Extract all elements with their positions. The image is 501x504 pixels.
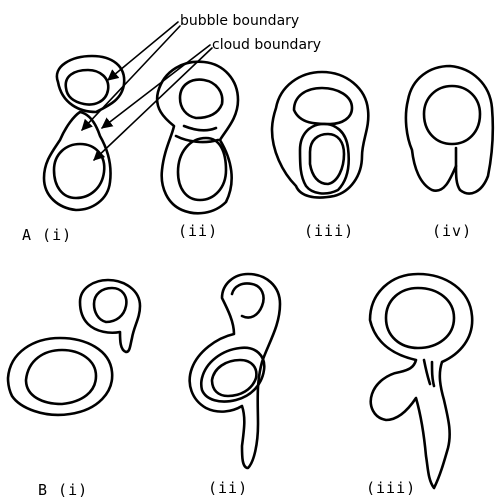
caption-b-ii: (ii) xyxy=(208,479,248,497)
arrow-cloud-mid xyxy=(102,45,210,128)
figure-a-i xyxy=(44,56,124,210)
b-ii-mid-cloud xyxy=(201,348,264,402)
figure-a-iii xyxy=(272,72,368,198)
figure-b-ii xyxy=(190,274,280,468)
cloud-boundary-label: cloud boundary xyxy=(212,37,321,53)
a-ii-bottom-bubble xyxy=(178,138,226,200)
figure-b-iii xyxy=(370,274,472,488)
caption-b-iii: (iii) xyxy=(366,479,416,497)
figure-b-i xyxy=(8,280,140,415)
figure-a-iv xyxy=(406,66,493,194)
b-iii-bubble xyxy=(386,288,454,348)
b-i-top-bubble xyxy=(94,288,126,322)
b-ii-bubble xyxy=(212,360,256,396)
bubble-boundary-label: bubble boundary xyxy=(180,13,299,29)
a-iii-top-bubble xyxy=(294,88,352,124)
a-iv-bubble xyxy=(424,86,480,144)
caption-b-i: B (i) xyxy=(38,481,88,499)
figure-a-ii xyxy=(157,62,238,214)
b-i-bottom-bubble xyxy=(26,350,96,404)
caption-a-iii: (iii) xyxy=(304,222,354,240)
b-iii-neck xyxy=(424,360,434,386)
caption-a-i: A (i) xyxy=(22,226,72,244)
b-ii-top-bubble xyxy=(232,283,264,317)
a-i-bottom-cloud xyxy=(44,112,111,210)
a-iii-bottom-bubble xyxy=(310,134,344,184)
a-i-top-bubble xyxy=(66,70,109,104)
b-i-top-cloud xyxy=(80,280,140,352)
a-ii-top-bubble xyxy=(180,80,222,118)
b-iii-cloud xyxy=(370,274,472,488)
arrow-bubble-top xyxy=(108,22,178,80)
a-i-bottom-bubble xyxy=(54,144,104,198)
caption-a-iv: (iv) xyxy=(432,222,472,240)
a-ii-cloud xyxy=(157,62,238,214)
caption-a-ii: (ii) xyxy=(178,222,218,240)
